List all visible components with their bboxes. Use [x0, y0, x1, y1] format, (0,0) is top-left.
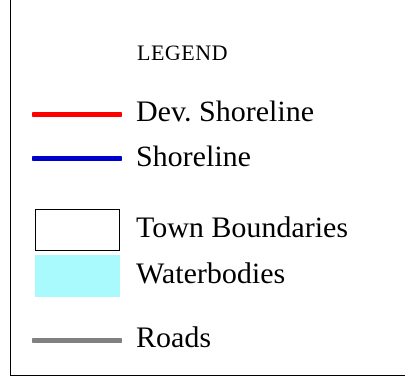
- shoreline-label: Shoreline: [136, 140, 251, 173]
- waterbodies-label: Waterbodies: [136, 257, 286, 290]
- legend-item-waterbodies: Waterbodies: [0, 254, 405, 297]
- dev-shoreline-label: Dev. Shoreline: [136, 95, 315, 128]
- town-boundaries-box-symbol: [35, 209, 120, 251]
- legend-title: LEGEND: [137, 40, 228, 65]
- legend-item-town-boundaries: Town Boundaries: [0, 208, 405, 251]
- legend-item-roads: Roads: [0, 321, 405, 361]
- roads-label: Roads: [136, 321, 211, 354]
- legend-panel: [10, 0, 405, 376]
- legend-item-dev-shoreline: Dev. Shoreline: [0, 95, 405, 135]
- shoreline-line-symbol: [32, 156, 122, 161]
- waterbodies-box-symbol: [35, 255, 120, 297]
- legend-item-shoreline: Shoreline: [0, 141, 405, 181]
- dev-shoreline-line-symbol: [32, 112, 122, 117]
- town-boundaries-label: Town Boundaries: [136, 211, 349, 244]
- roads-line-symbol: [32, 338, 122, 343]
